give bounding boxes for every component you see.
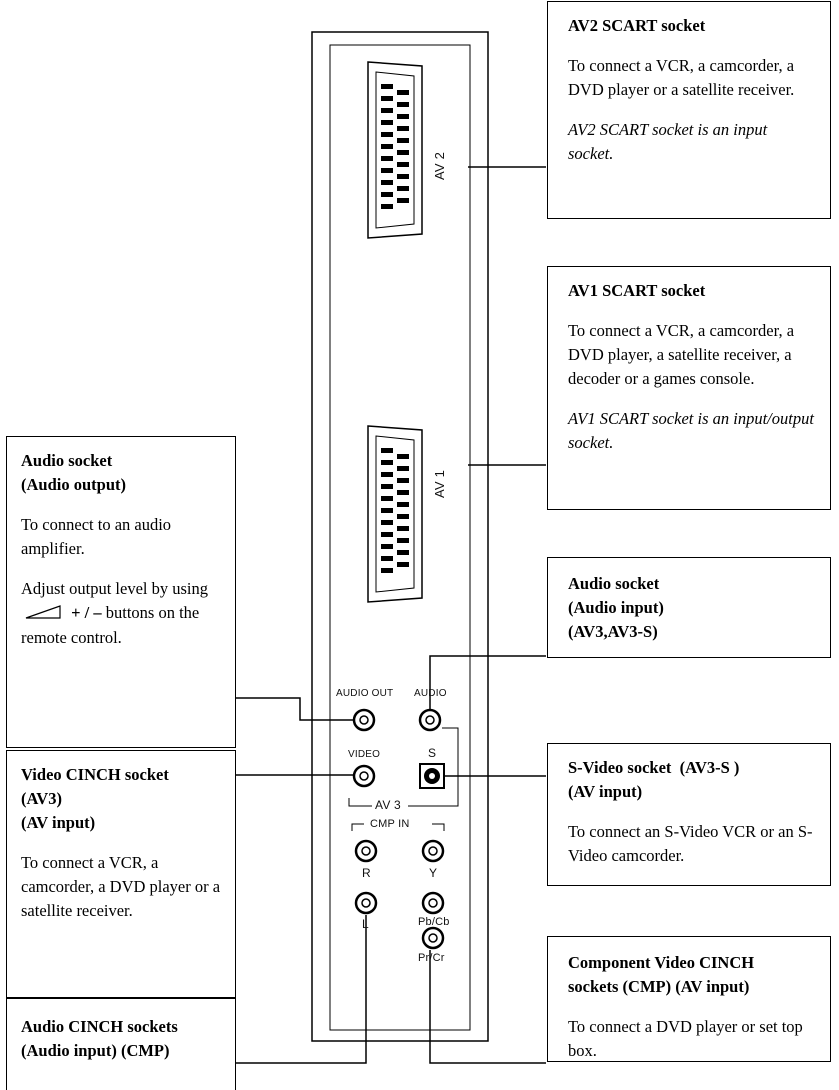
callout-svideo-title2: (AV input): [568, 782, 643, 801]
callout-video-cinch-title1: Video CINCH socket: [21, 765, 169, 784]
callout-svideo-body: To connect an S-Video VCR or an S-Video …: [568, 822, 813, 865]
callout-av2: AV2 SCART socket To connect a VCR, a cam…: [547, 1, 831, 219]
callout-audio-out-keys: + / –: [71, 603, 102, 622]
y-label: Y: [429, 866, 438, 880]
callout-svideo: S-Video socket (AV3-S ) (AV input) To co…: [547, 743, 831, 886]
cmp-in-label: CMP IN: [370, 818, 410, 830]
callout-audio-out-body: To connect to an audio amplifier.: [21, 515, 172, 558]
av3-bracket: [348, 727, 459, 807]
callout-audio-cinch-title1: Audio CINCH sockets: [21, 1017, 178, 1036]
s-video-socket: [419, 763, 445, 789]
cmp-l-socket: [354, 891, 378, 915]
cmp-pr-socket: [421, 926, 445, 950]
leader-lines: [235, 166, 546, 1064]
callout-audio-out-adjust-pre: Adjust output level by using: [21, 579, 208, 598]
av1-label: AV 1: [432, 469, 447, 498]
callout-audio-in: Audio socket (Audio input) (AV3,AV3-S): [547, 557, 831, 658]
l-label: L: [362, 917, 369, 931]
cmp-pb-socket: [421, 891, 445, 915]
s-label: S: [428, 746, 437, 760]
audio-out-socket: [352, 708, 376, 732]
callout-av2-title: AV2 SCART socket: [568, 16, 706, 35]
callout-audio-out: Audio socket (Audio output) To connect t…: [6, 436, 236, 748]
leader-audio-cinch: [235, 915, 367, 1064]
callout-video-cinch-title2: (AV3): [21, 789, 62, 808]
cmp-y-socket: [421, 839, 445, 863]
audio-in-socket: [418, 708, 442, 732]
callout-av2-note: AV2 SCART socket is an input socket.: [568, 120, 768, 163]
r-label: R: [362, 866, 371, 880]
video-socket: [352, 764, 376, 788]
callout-component-title1: Component Video CINCH: [568, 953, 755, 972]
callout-video-cinch-title3: (AV input): [21, 813, 96, 832]
cmp-in-bracket: [351, 823, 445, 831]
callout-audio-in-title1: Audio socket: [568, 574, 660, 593]
callout-video-cinch-body: To connect a VCR, a camcorder, a DVD pla…: [21, 853, 221, 920]
callout-av1-body: To connect a VCR, a camcorder, a DVD pla…: [568, 321, 795, 388]
av1-scart-connector: [367, 425, 423, 603]
panel-outer-frame: [311, 31, 489, 1042]
callout-component-body: To connect a DVD player or set top box.: [568, 1017, 803, 1060]
leader-audio-in: [429, 655, 546, 710]
callout-component-title2: sockets (CMP) (AV input): [568, 977, 750, 996]
callout-audio-cinch-title2: (Audio input) (CMP): [21, 1041, 170, 1060]
av2-label: AV 2: [432, 151, 447, 180]
callout-video-cinch: Video CINCH socket (AV3) (AV input) To c…: [6, 750, 236, 998]
pbcb-label: Pb/Cb: [418, 916, 450, 928]
callout-audio-in-title2: (Audio input): [568, 598, 664, 617]
av2-scart-connector: [367, 61, 423, 239]
leader-audio-out: [235, 697, 354, 721]
callout-audio-out-title1: Audio socket: [21, 451, 113, 470]
av3-label: AV 3: [375, 798, 401, 812]
callout-audio-out-adjust-post: buttons on the remote control.: [21, 603, 200, 648]
volume-wedge-icon: [25, 602, 61, 626]
callout-component: Component Video CINCH sockets (CMP) (AV …: [547, 936, 831, 1062]
leader-component: [429, 950, 546, 1064]
callout-av1-title: AV1 SCART socket: [568, 281, 706, 300]
audio-label: AUDIO: [414, 688, 447, 699]
callout-av1-note: AV1 SCART socket is an input/output sock…: [568, 409, 814, 452]
callout-audio-cinch: Audio CINCH sockets (Audio input) (CMP): [6, 998, 236, 1090]
callout-av1: AV1 SCART socket To connect a VCR, a cam…: [547, 266, 831, 510]
callout-audio-in-title3: (AV3,AV3-S): [568, 622, 658, 641]
prcr-label: Pr/Cr: [418, 952, 445, 964]
audio-out-label: AUDIO OUT: [336, 688, 394, 699]
callout-audio-out-title2: (Audio output): [21, 475, 126, 494]
video-label: VIDEO: [348, 749, 381, 760]
cmp-r-socket: [354, 839, 378, 863]
callout-av2-body: To connect a VCR, a camcorder, a DVD pla…: [568, 56, 795, 99]
panel-inner-frame: [329, 44, 471, 1031]
callout-svideo-title1: S-Video socket (AV3-S ): [568, 758, 740, 777]
